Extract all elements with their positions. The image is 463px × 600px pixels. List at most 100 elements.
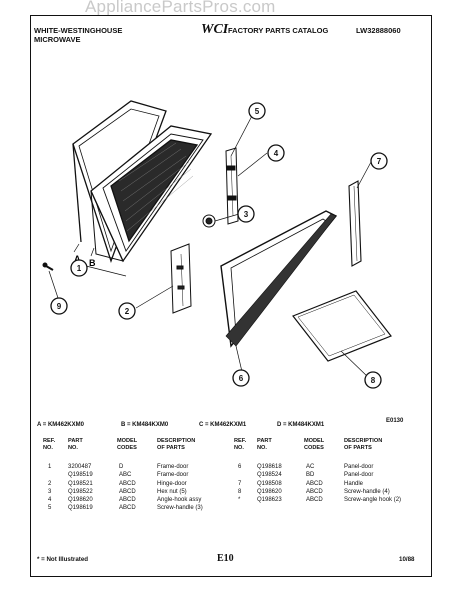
table-cell: Frame-door — [157, 472, 189, 479]
table-cell: Q198508 — [257, 480, 282, 487]
th-part-no: NO. — [68, 444, 78, 451]
part-screw — [42, 262, 54, 271]
th-model-right-text: MODEL — [304, 438, 325, 444]
diagram-code: E0130 — [386, 418, 404, 424]
table-cell: Q198519 — [68, 472, 93, 479]
table-cell: ABC — [119, 472, 132, 479]
left-desc-column: Frame-door Frame-door Hinge-door Hex nut… — [157, 463, 203, 513]
table-cell: Handle — [344, 480, 364, 487]
table-cell — [238, 471, 241, 479]
wci-logo: WCI — [201, 22, 229, 37]
table-cell: 3 — [48, 488, 52, 495]
table-cell: Q198620 — [68, 497, 93, 504]
right-desc-column: Panel-door Panel-door Handle Screw-handl… — [344, 463, 401, 504]
callout-9: 9 — [57, 302, 62, 311]
callout-5: 5 — [255, 107, 260, 116]
callout-8: 8 — [371, 376, 376, 385]
watermark-text: AppliancePartsPros.com — [85, 0, 276, 16]
table-cell: 7 — [238, 480, 242, 487]
left-code-column: D ABC ABCD ABCD ABCD ABCD — [119, 463, 136, 513]
th-part-right: PART NO. — [257, 438, 272, 451]
table-cell: ABCD — [306, 488, 323, 495]
part-hinge-door — [225, 147, 239, 225]
model-c: C = KM462KXM1 — [199, 422, 247, 428]
part-glass-panel — [292, 290, 392, 362]
model-b: B = KM484KXM0 — [121, 422, 169, 428]
header-brand: WHITE-WESTINGHOUSE — [34, 26, 123, 35]
part-door-mesh-frame — [90, 125, 213, 263]
part-hex-nut — [202, 214, 216, 228]
table-cell: Panel-door — [344, 464, 374, 470]
table-cell: Q198521 — [68, 480, 93, 487]
th-part-text: PART — [68, 438, 83, 444]
th-model-right: MODEL CODES — [304, 438, 324, 451]
callout-7: 7 — [377, 157, 382, 166]
letter-a-label: A — [74, 254, 81, 264]
th-desc-of-parts: OF PARTS — [157, 444, 185, 451]
table-cell: D — [119, 464, 124, 470]
th-ref-text: REF. — [43, 438, 56, 444]
callout-3: 3 — [244, 210, 249, 219]
table-cell: ABCD — [119, 488, 136, 495]
table-cell: Frame-door — [157, 464, 189, 470]
callout-4: 4 — [274, 149, 279, 158]
table-cell — [48, 471, 51, 479]
th-ref-right-no: NO. — [234, 444, 244, 451]
right-code-column: AC BD ABCD ABCD ABCD — [306, 463, 323, 504]
callout-1: 1 — [77, 264, 82, 273]
table-cell: ABCD — [306, 497, 323, 504]
table-cell: ABCD — [119, 497, 136, 504]
left-part-column: 3200487 Q198519 Q198521 Q198522 Q198620 … — [68, 463, 93, 513]
table-cell: Angle-hook assy — [157, 497, 202, 504]
table-cell: Q198524 — [257, 472, 282, 479]
th-model: MODEL CODES — [117, 438, 137, 451]
footer-page-number: E10 — [217, 553, 234, 564]
th-model-right-codes: CODES — [304, 444, 324, 451]
callout-circles — [50, 102, 388, 389]
table-cell: 2 — [48, 480, 52, 487]
th-desc-right-of-parts: OF PARTS — [344, 444, 372, 451]
right-ref-column: 6 7 8 * — [238, 463, 241, 504]
table-cell: 4 — [48, 497, 52, 504]
part-angle-hook — [170, 243, 192, 314]
table-cell: Screw-handle (3) — [157, 505, 203, 512]
table-cell: Panel-door — [344, 472, 374, 479]
th-desc-right: DESCRIPTION OF PARTS — [344, 438, 382, 451]
table-cell: ABCD — [119, 480, 136, 487]
table-cell: 5 — [48, 505, 52, 512]
footer-note: * = Not Illustrated — [37, 556, 89, 563]
table-cell: Q198623 — [257, 497, 282, 504]
table-cell: AC — [306, 464, 315, 470]
table-cell: 6 — [238, 464, 242, 470]
header-catalog-title: FACTORY PARTS CATALOG — [228, 26, 329, 35]
th-ref-right-text: REF. — [234, 438, 247, 444]
table-cell: * — [238, 497, 241, 504]
th-part-right-no: NO. — [257, 444, 267, 451]
table-cell: BD — [306, 472, 315, 479]
th-desc: DESCRIPTION OF PARTS — [157, 438, 195, 451]
table-cell: Screw-angle hook (2) — [344, 497, 402, 504]
table-cell: 8 — [238, 488, 242, 495]
table-cell: ABCD — [306, 480, 323, 487]
table-cell: ABCD — [119, 505, 136, 512]
th-ref-right: REF. NO. — [234, 438, 246, 451]
table-cell: Hex nut (5) — [157, 488, 187, 495]
table-cell: 1 — [48, 464, 52, 470]
header-product: MICROWAVE — [34, 35, 81, 44]
catalog-page: WHITE-WESTINGHOUSE MICROWAVE WCI FACTORY… — [30, 15, 432, 577]
part-panel-door — [220, 210, 338, 348]
th-ref: REF. NO. — [43, 438, 55, 451]
th-model-codes: CODES — [117, 444, 137, 451]
part-handle — [348, 180, 362, 267]
table-cell: Q198522 — [68, 488, 93, 495]
table-cell: Hinge-door — [157, 480, 187, 487]
left-ref-column: 1 2 3 4 5 — [48, 463, 51, 513]
table-cell: Q198620 — [257, 488, 282, 495]
th-part: PART NO. — [68, 438, 83, 451]
table-cell: Q198618 — [257, 464, 282, 470]
th-part-right-text: PART — [257, 438, 272, 444]
table-cell: 3200487 — [68, 464, 92, 470]
header-catalog-number: LW32888060 — [356, 26, 401, 35]
footer-date: 10/88 — [399, 556, 415, 563]
th-model-text: MODEL — [117, 438, 138, 444]
